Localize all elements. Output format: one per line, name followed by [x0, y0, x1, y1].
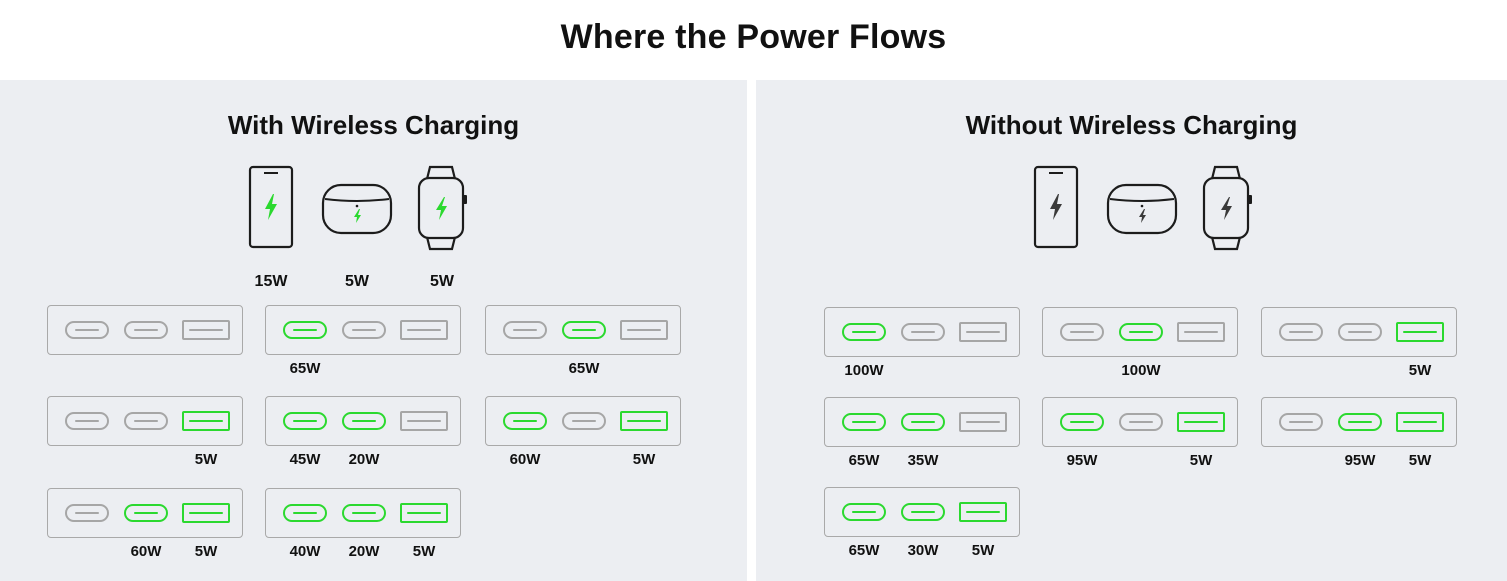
watch-icon — [1202, 165, 1252, 251]
device-wattage-label: 5W — [430, 273, 454, 290]
watch-icon — [417, 165, 467, 251]
port-wattage-label: 5W — [194, 451, 218, 468]
charger-hub: 100W — [824, 307, 1020, 379]
port-wattage-label: 5W — [1189, 452, 1213, 469]
port-wattage-label: 20W — [348, 543, 380, 560]
charger-hub — [47, 305, 243, 355]
port-wattage-label: 5W — [971, 542, 995, 559]
usb-c-port-icon — [503, 321, 547, 339]
usb-c-port-icon — [503, 412, 547, 430]
usb-c-port-icon — [65, 412, 109, 430]
usb-c-port-icon — [1338, 413, 1382, 431]
port-wattage-label: 5W — [1408, 452, 1432, 469]
panel-title: Without Wireless Charging — [965, 110, 1298, 140]
usb-a-port-icon — [1177, 412, 1225, 432]
charger-hub: 95W 5W — [1042, 397, 1238, 469]
panel-without-wireless: Without Wireless Charging 100W 100W 5W 65W 3… — [756, 80, 1507, 581]
usb-c-port-icon — [562, 412, 606, 430]
usb-a-port-icon — [959, 412, 1007, 432]
usb-c-port-icon — [901, 503, 945, 521]
usb-c-port-icon — [1279, 323, 1323, 341]
charger-hub: 65W 30W 5W — [824, 487, 1020, 559]
usb-c-port-icon — [124, 321, 168, 339]
usb-c-port-icon — [1119, 323, 1163, 341]
usb-a-port-icon — [1396, 322, 1444, 342]
port-wattage-label: 65W — [568, 360, 600, 377]
charger-hub: 40W 20W 5W — [265, 488, 461, 560]
port-wattage-label: 65W — [289, 360, 321, 377]
port-wattage-label: 60W — [509, 451, 541, 468]
port-wattage-label: 40W — [289, 543, 321, 560]
usb-c-port-icon — [1338, 323, 1382, 341]
usb-a-port-icon — [620, 411, 668, 431]
usb-c-port-icon — [562, 321, 606, 339]
usb-c-port-icon — [342, 504, 386, 522]
usb-c-port-icon — [342, 321, 386, 339]
charger-hub: 60W 5W — [47, 488, 243, 560]
usb-c-port-icon — [283, 412, 327, 430]
usb-a-port-icon — [182, 411, 230, 431]
charger-hub: 65W 35W — [824, 397, 1020, 469]
panel-title: With Wireless Charging — [227, 110, 520, 140]
earbuds-case-icon — [321, 183, 393, 235]
usb-a-port-icon — [182, 320, 230, 340]
charger-hub: 5W — [1261, 307, 1457, 379]
usb-c-port-icon — [283, 504, 327, 522]
usb-c-port-icon — [901, 413, 945, 431]
usb-a-port-icon — [1396, 412, 1444, 432]
port-wattage-label: 95W — [1066, 452, 1098, 469]
charger-hub: 5W — [47, 396, 243, 468]
port-wattage-label: 5W — [194, 543, 218, 560]
usb-c-port-icon — [283, 321, 327, 339]
port-wattage-label: 65W — [848, 542, 880, 559]
device-wattage-label: 5W — [345, 273, 369, 290]
port-wattage-label: 65W — [848, 452, 880, 469]
usb-c-port-icon — [65, 504, 109, 522]
port-wattage-label: 95W — [1344, 452, 1376, 469]
usb-c-port-icon — [1279, 413, 1323, 431]
charger-hub: 45W 20W — [265, 396, 461, 468]
port-wattage-label: 60W — [130, 543, 162, 560]
usb-c-port-icon — [124, 504, 168, 522]
usb-c-port-icon — [1060, 323, 1104, 341]
port-wattage-label: 35W — [907, 452, 939, 469]
usb-c-port-icon — [124, 412, 168, 430]
usb-a-port-icon — [400, 320, 448, 340]
usb-a-port-icon — [400, 411, 448, 431]
device-wattage-label: 15W — [254, 273, 288, 290]
page-title: Where the Power Flows — [560, 18, 947, 56]
usb-a-port-icon — [959, 322, 1007, 342]
usb-c-port-icon — [65, 321, 109, 339]
charger-hub: 65W — [265, 305, 461, 377]
usb-a-port-icon — [959, 502, 1007, 522]
port-wattage-label: 20W — [348, 451, 380, 468]
port-wattage-label: 100W — [844, 362, 884, 379]
charger-hub: 95W 5W — [1261, 397, 1457, 469]
phone-icon — [1033, 165, 1079, 249]
usb-c-port-icon — [342, 412, 386, 430]
usb-c-port-icon — [1060, 413, 1104, 431]
usb-c-port-icon — [842, 323, 886, 341]
port-wattage-label: 45W — [289, 451, 321, 468]
charger-hub: 60W 5W — [485, 396, 681, 468]
usb-c-port-icon — [901, 323, 945, 341]
panel-with-wireless: With Wireless Charging 15W 5W 5W 65W 65W 5… — [0, 80, 747, 581]
earbuds-case-icon — [1106, 183, 1178, 235]
charger-hub: 100W — [1042, 307, 1238, 379]
usb-a-port-icon — [620, 320, 668, 340]
usb-c-port-icon — [1119, 413, 1163, 431]
usb-a-port-icon — [400, 503, 448, 523]
usb-a-port-icon — [182, 503, 230, 523]
port-wattage-label: 5W — [412, 543, 436, 560]
port-wattage-label: 30W — [907, 542, 939, 559]
usb-a-port-icon — [1177, 322, 1225, 342]
phone-icon — [248, 165, 294, 249]
usb-c-port-icon — [842, 503, 886, 521]
port-wattage-label: 5W — [632, 451, 656, 468]
port-wattage-label: 100W — [1121, 362, 1161, 379]
charger-hub: 65W — [485, 305, 681, 377]
port-wattage-label: 5W — [1408, 362, 1432, 379]
usb-c-port-icon — [842, 413, 886, 431]
